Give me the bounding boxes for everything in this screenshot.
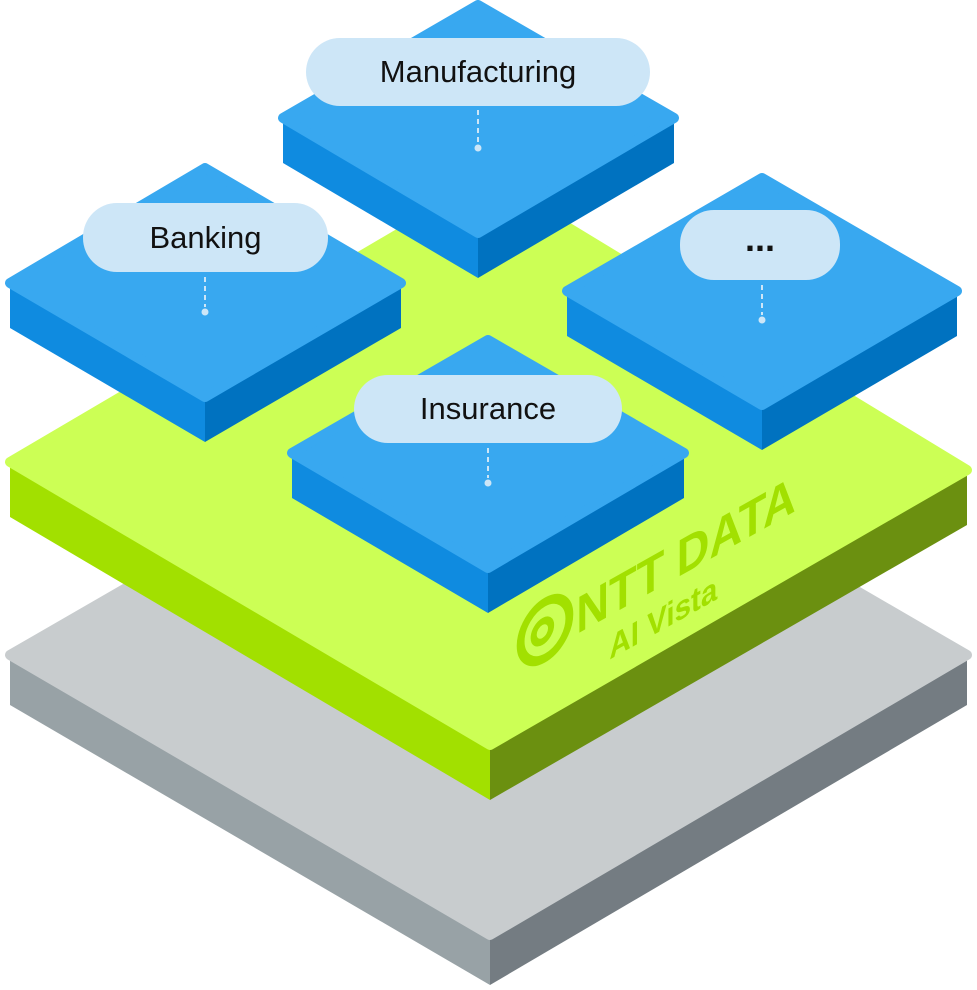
- connector-dot: [474, 144, 482, 152]
- logo-ring-icon: [516, 593, 574, 667]
- tile-top: [562, 173, 962, 410]
- tile-top: [5, 163, 406, 402]
- logo-core-icon: [530, 616, 555, 647]
- connector-dot: [484, 479, 492, 487]
- label-insurance: Insurance: [354, 375, 622, 443]
- tile-banking[interactable]: [5, 163, 406, 442]
- tile-right-side: [478, 118, 674, 278]
- connector-dot: [201, 308, 209, 316]
- base-left-side: [10, 655, 490, 985]
- label-banking: Banking: [83, 203, 328, 272]
- tile-right-side: [205, 283, 401, 442]
- base-right-side: [490, 655, 967, 985]
- tile-right-side: [488, 453, 684, 613]
- platform-right-side: [490, 470, 967, 800]
- platform-left-side: [10, 462, 490, 800]
- label-more: ...: [680, 210, 840, 280]
- tile-left-side: [10, 283, 205, 442]
- label-manufacturing: Manufacturing: [306, 38, 650, 106]
- tile-right-side: [762, 291, 957, 450]
- tile-left-side: [292, 453, 488, 613]
- tile-more[interactable]: [562, 173, 962, 450]
- connector-dot: [758, 316, 766, 324]
- tile-left-side: [567, 291, 762, 450]
- tile-left-side: [283, 118, 478, 278]
